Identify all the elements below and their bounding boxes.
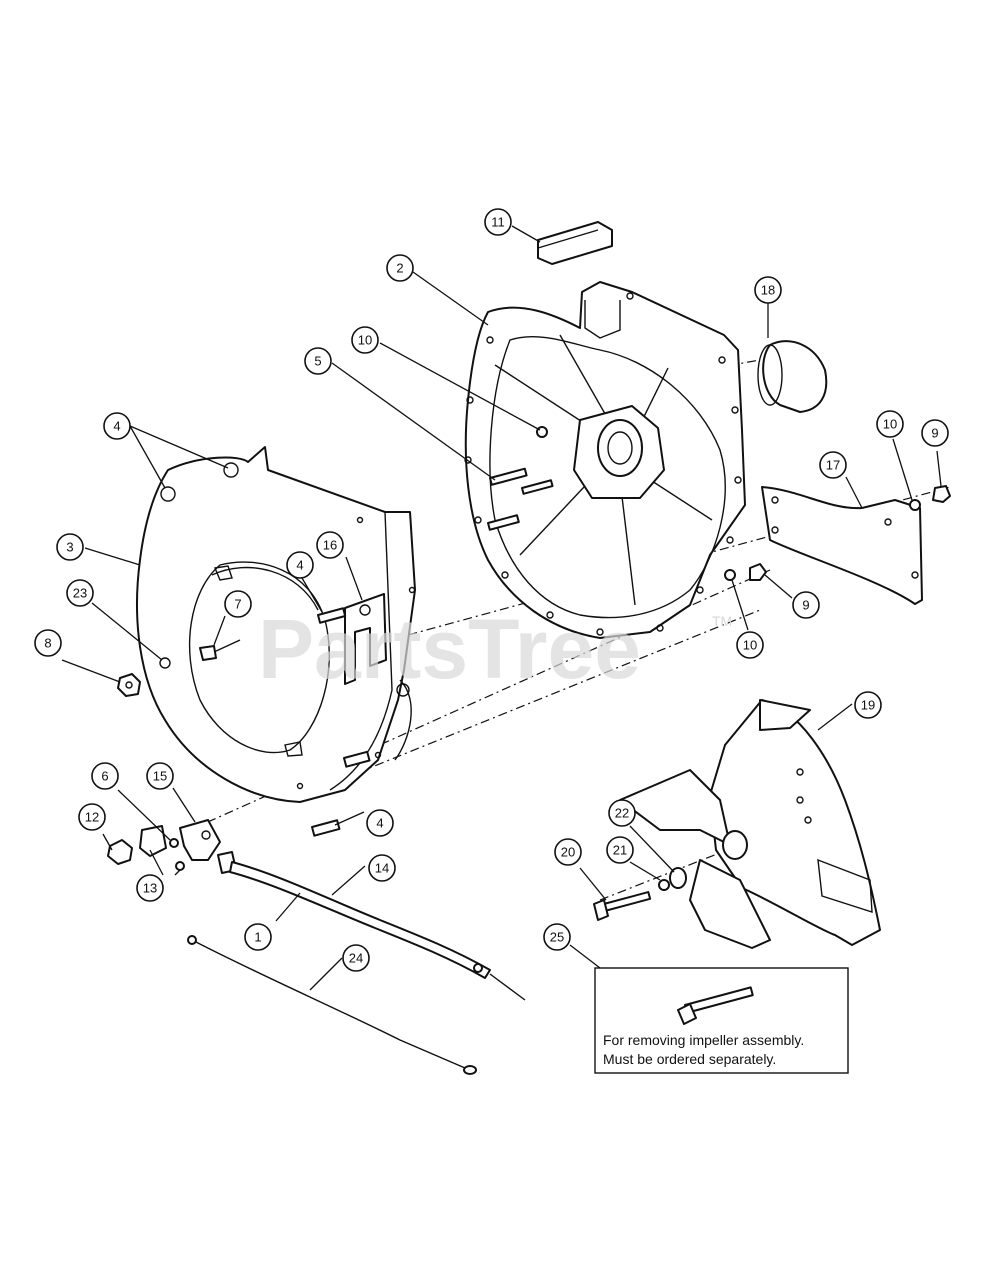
note-line-2: Must be ordered separately. xyxy=(603,1051,776,1067)
callout-7: 7 xyxy=(224,590,252,618)
watermark: PartsTree TM xyxy=(258,602,732,696)
front-housing-part xyxy=(136,446,416,803)
svg-text:17: 17 xyxy=(826,458,840,473)
callout-2: 2 xyxy=(386,254,414,282)
svg-text:5: 5 xyxy=(314,354,321,369)
leader-lines xyxy=(61,225,942,991)
callout-17: 17 xyxy=(819,451,847,479)
svg-text:20: 20 xyxy=(561,845,575,860)
callout-5: 5 xyxy=(304,347,332,375)
watermark-trademark: TM xyxy=(712,613,732,629)
svg-text:23: 23 xyxy=(73,586,87,601)
rod-part xyxy=(187,935,477,1075)
svg-text:11: 11 xyxy=(491,215,505,230)
svg-text:6: 6 xyxy=(101,769,108,784)
callout-23: 23 xyxy=(66,579,94,607)
callout-25: 25 xyxy=(543,923,571,951)
svg-text:25: 25 xyxy=(550,930,564,945)
cable-clamp-parts xyxy=(107,825,185,871)
svg-text:14: 14 xyxy=(375,861,389,876)
callout-9: 9 xyxy=(792,591,820,619)
callout-19: 19 xyxy=(854,691,882,719)
callout-9: 9 xyxy=(921,419,949,447)
callout-8: 8 xyxy=(34,629,62,657)
impeller-housing-part xyxy=(464,281,746,639)
callout-6: 6 xyxy=(91,762,119,790)
callout-4: 4 xyxy=(286,551,314,579)
support-plate-part xyxy=(761,486,923,605)
callout-14: 14 xyxy=(368,854,396,882)
svg-text:18: 18 xyxy=(761,283,775,298)
svg-text:24: 24 xyxy=(349,951,363,966)
callout-10: 10 xyxy=(351,326,379,354)
svg-text:15: 15 xyxy=(153,769,167,784)
mounting-bracket-part xyxy=(344,593,387,685)
callout-11: 11 xyxy=(484,208,512,236)
svg-text:10: 10 xyxy=(883,417,897,432)
callout-10: 10 xyxy=(876,410,904,438)
svg-text:12: 12 xyxy=(85,810,99,825)
callout-3: 3 xyxy=(56,533,84,561)
callout-13: 13 xyxy=(136,874,164,902)
callout-4: 4 xyxy=(366,809,394,837)
housing-spokes xyxy=(494,334,713,606)
callout-1: 1 xyxy=(244,923,272,951)
studs-and-nuts-hardware xyxy=(486,426,951,581)
callout-15: 15 xyxy=(146,762,174,790)
svg-text:8: 8 xyxy=(44,636,51,651)
svg-text:3: 3 xyxy=(66,540,73,555)
svg-text:7: 7 xyxy=(234,597,241,612)
svg-text:21: 21 xyxy=(613,843,627,858)
svg-text:19: 19 xyxy=(861,698,875,713)
cable-part xyxy=(217,851,526,1001)
svg-text:4: 4 xyxy=(296,558,303,573)
note-box: For removing impeller assembly. Must be … xyxy=(594,967,849,1074)
svg-text:1: 1 xyxy=(254,930,261,945)
svg-text:22: 22 xyxy=(615,806,629,821)
svg-text:13: 13 xyxy=(143,881,157,896)
hex-nut-part-8 xyxy=(117,673,141,697)
bearing-ring-part xyxy=(757,340,828,413)
callout-24: 24 xyxy=(342,944,370,972)
callout-16: 16 xyxy=(316,531,344,559)
impeller-bolt-hardware xyxy=(593,867,687,921)
hex-bolt-part-4 xyxy=(311,607,371,837)
svg-text:10: 10 xyxy=(743,638,757,653)
callout-4: 4 xyxy=(103,412,131,440)
callout-21: 21 xyxy=(606,836,634,864)
svg-text:4: 4 xyxy=(376,816,383,831)
note-box-frame xyxy=(594,967,849,1074)
housing-bolt-holes xyxy=(464,292,742,636)
svg-text:9: 9 xyxy=(802,598,809,613)
callout-20: 20 xyxy=(554,838,582,866)
callout-18: 18 xyxy=(754,276,782,304)
callout-10: 10 xyxy=(736,631,764,659)
cable-bracket-part xyxy=(169,819,221,861)
special-bolt-icon xyxy=(677,986,754,1025)
svg-text:10: 10 xyxy=(358,333,372,348)
watermark-text: PartsTree xyxy=(258,602,641,696)
note-line-1: For removing impeller assembly. xyxy=(603,1032,804,1048)
carriage-bolt-part xyxy=(199,639,241,661)
callout-22: 22 xyxy=(608,799,636,827)
svg-text:4: 4 xyxy=(113,419,120,434)
chute-adapter-part xyxy=(537,221,613,265)
svg-text:16: 16 xyxy=(323,538,337,553)
svg-text:9: 9 xyxy=(931,426,938,441)
callout-12: 12 xyxy=(78,803,106,831)
svg-text:2: 2 xyxy=(396,261,403,276)
impeller-part xyxy=(619,699,881,949)
